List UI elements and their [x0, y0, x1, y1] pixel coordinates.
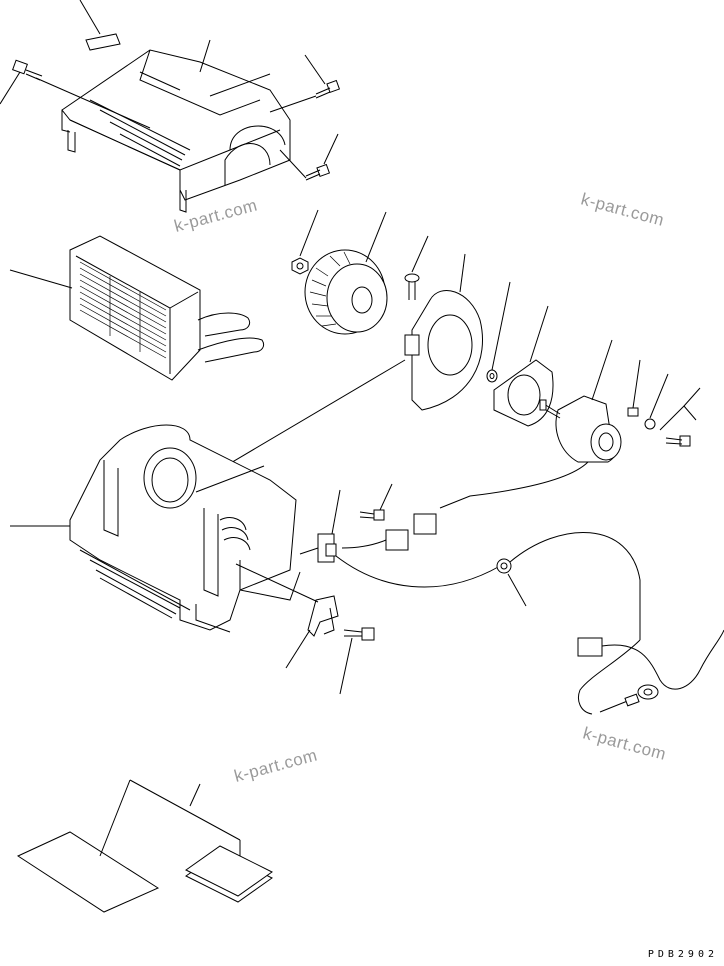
gasket-part: [493, 305, 554, 427]
label-tag-part: [79, 0, 121, 51]
bolt-left-top: [0, 59, 151, 129]
watermark-text: k-part.com: [232, 745, 319, 785]
lock-washer-part: [644, 373, 669, 430]
bolt-right-top: [269, 54, 341, 113]
top-cover-part: [61, 39, 291, 213]
bolt-right-lower: [279, 133, 339, 181]
resistor-part: [299, 489, 341, 563]
blower-wheel-part: [304, 211, 388, 335]
watermark-text: k-part.com: [172, 195, 259, 235]
bolt-motor-part: [659, 387, 701, 447]
screw-resistor-part: [359, 483, 393, 521]
heater-case-part: [10, 424, 301, 633]
clamp-part: [235, 563, 339, 669]
heater-core-part: [9, 235, 265, 381]
blower-motor-part: [439, 339, 622, 509]
nut-part: [291, 209, 319, 275]
watermark-text: k-part.com: [581, 724, 668, 764]
screw-part: [404, 235, 429, 300]
spacer-part: [627, 359, 641, 417]
washer-part: [486, 281, 511, 383]
bolt-clamp-part: [339, 627, 375, 695]
manual-documents-part: [16, 779, 273, 913]
heater-core-fins: [79, 261, 167, 359]
wiring-harness-part: [335, 531, 724, 715]
blower-wheel-blades: [309, 251, 351, 327]
drawing-code: PDB2902: [647, 949, 718, 960]
watermark-text: k-part.com: [579, 190, 666, 230]
connector-part: [341, 513, 437, 551]
